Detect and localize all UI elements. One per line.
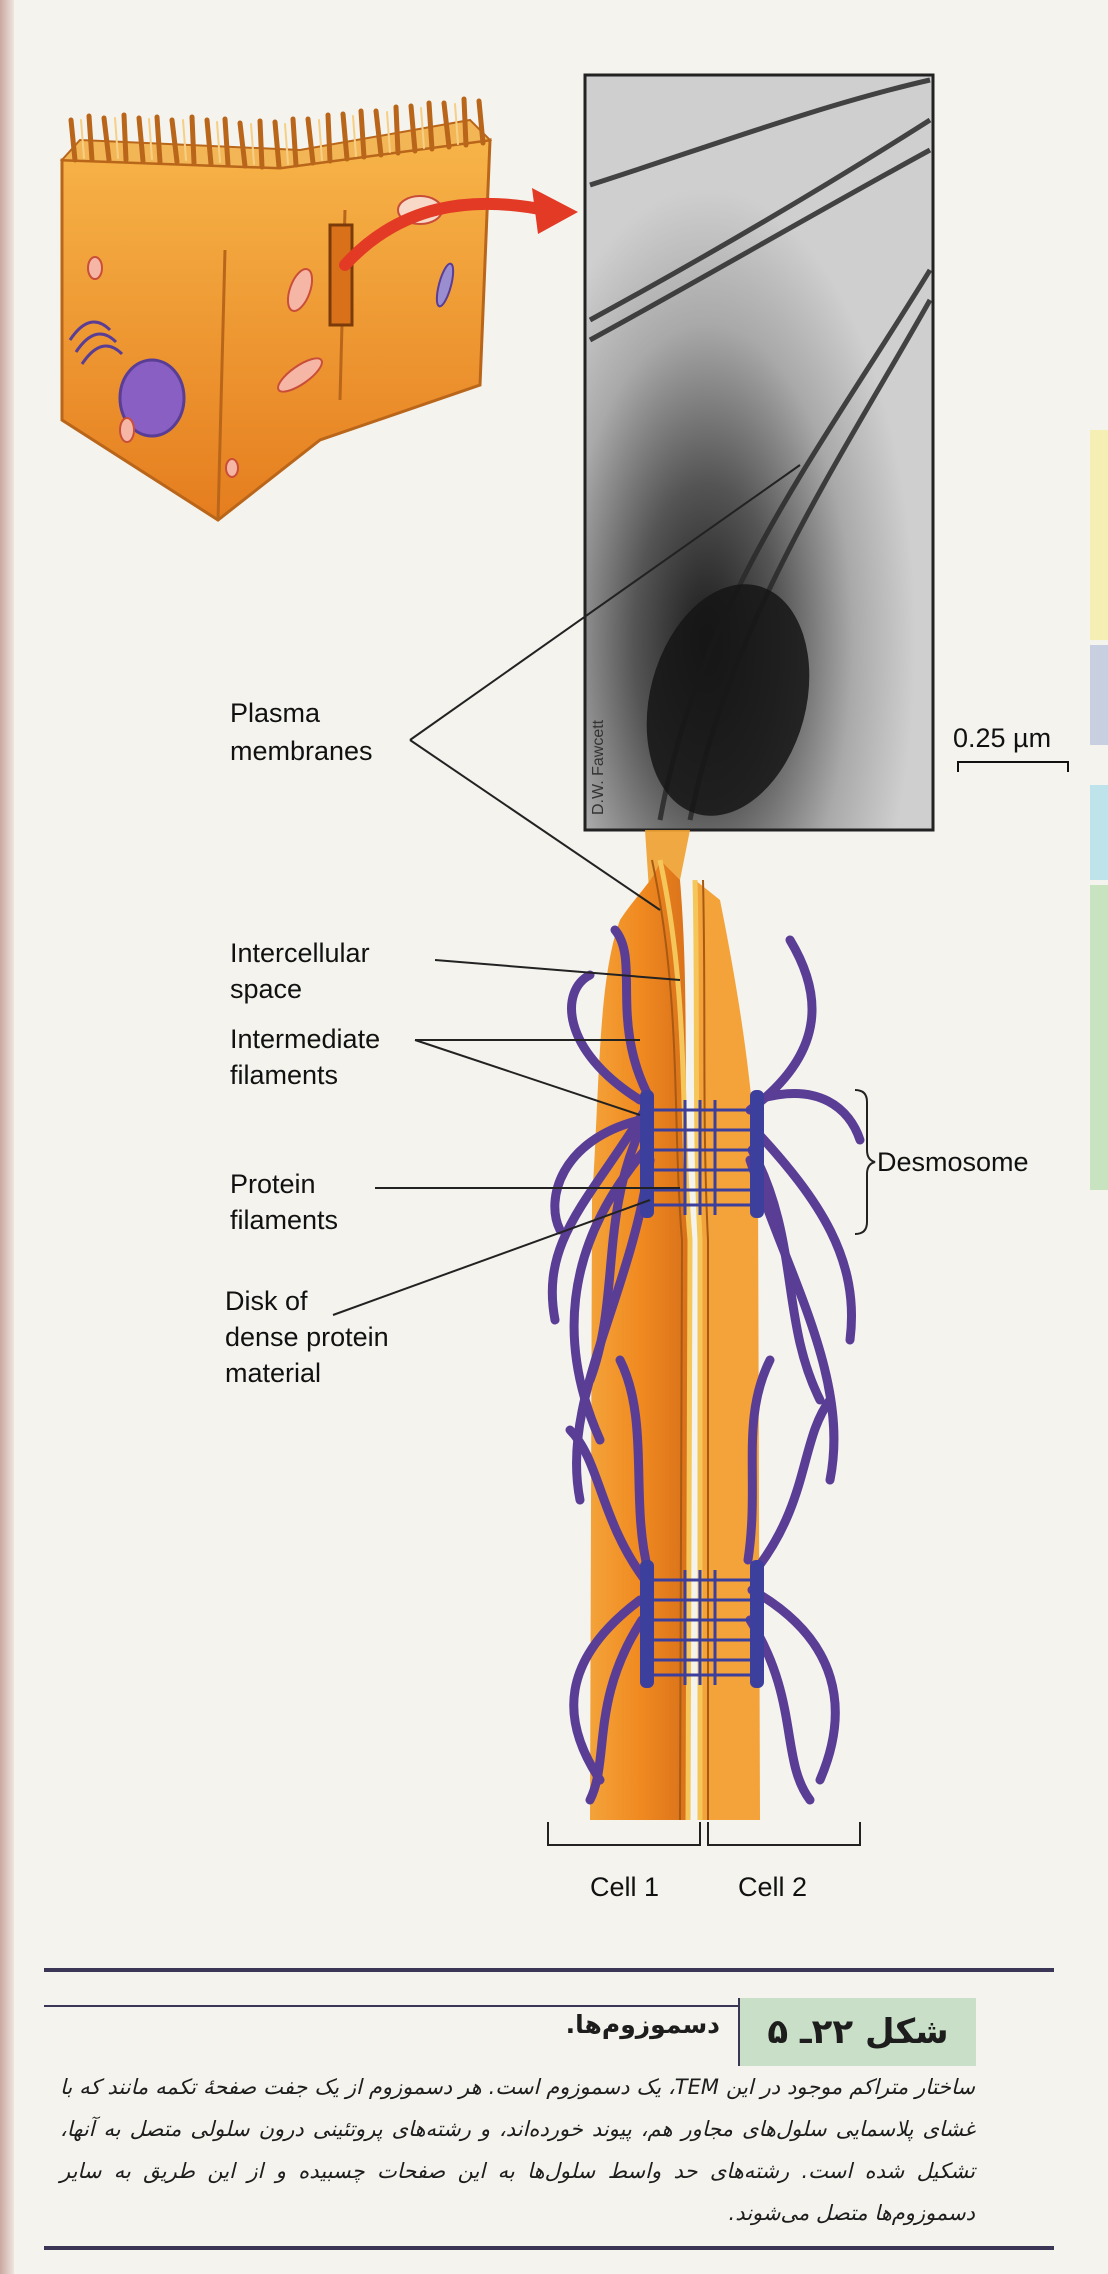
- page-tab-cyan: [1090, 785, 1108, 880]
- label-disk-line1: Disk of: [225, 1286, 308, 1316]
- label-cell2: Cell 2: [738, 1872, 807, 1902]
- desmosome-diagram: D.W. Fawcett 0.25 µm: [59, 73, 1069, 1902]
- label-cell1: Cell 1: [590, 1872, 659, 1902]
- scale-bar-label: 0.25 µm: [953, 723, 1051, 753]
- figure-number: شکل ۲۲ـ ۵: [740, 1998, 976, 2066]
- desmosome-detail: [547, 830, 865, 1821]
- cell2-shape: [695, 880, 760, 1820]
- disk-left-bottom: [640, 1560, 654, 1688]
- caption-head-divider: [738, 1998, 741, 2066]
- cell1-bracket: [547, 1822, 701, 1846]
- intermediate-filaments: [547, 925, 865, 1805]
- protein-filaments-bottom: [654, 1570, 750, 1685]
- leader-lines: [332, 464, 801, 1316]
- epithelial-cell-block: [59, 96, 493, 522]
- page-edge: [0, 0, 14, 2274]
- zoom-arrow: [339, 188, 578, 271]
- page-tab-blue: [1090, 645, 1108, 745]
- caption-head-line: [44, 2005, 738, 2007]
- scale-bar: 0.25 µm: [953, 723, 1069, 772]
- label-protein-line1: Protein: [230, 1169, 316, 1199]
- disk-right-bottom: [750, 1560, 764, 1688]
- disk-right-top: [750, 1090, 764, 1218]
- caption-rule-bottom: [44, 2246, 1054, 2250]
- micrograph-credit: D.W. Fawcett: [590, 719, 607, 815]
- desmosome-bracket: [854, 1089, 876, 1235]
- nucleus-shape: [118, 358, 186, 438]
- label-intercellular-line2: space: [230, 974, 302, 1004]
- protein-filaments-top: [654, 1100, 750, 1215]
- caption-rule-top: [44, 1968, 1054, 1972]
- tem-micrograph: D.W. Fawcett: [583, 73, 935, 832]
- label-intermediate-line2: filaments: [230, 1060, 338, 1090]
- junction-highlight: [328, 223, 354, 327]
- caption-body: ساختار متراکم موجود در این TEM، یک دسموز…: [60, 2075, 975, 2225]
- label-intermediate-line1: Intermediate: [230, 1024, 380, 1054]
- label-plasma-line2: membranes: [230, 736, 373, 766]
- label-intercellular-line1: Intercellular: [230, 938, 370, 968]
- label-disk-line3: material: [225, 1358, 321, 1388]
- label-protein-line2: filaments: [230, 1205, 338, 1235]
- page-tab-yellow: [1090, 430, 1108, 640]
- label-disk-line2: dense protein: [225, 1322, 389, 1352]
- page-tab-green: [1090, 885, 1108, 1190]
- cell2-bracket: [707, 1822, 861, 1846]
- label-plasma-line1: Plasma: [230, 698, 321, 728]
- disk-left-top: [640, 1090, 654, 1218]
- label-desmosome: Desmosome: [877, 1147, 1029, 1177]
- caption-title: دسموزوم‌ها.: [565, 2010, 720, 2039]
